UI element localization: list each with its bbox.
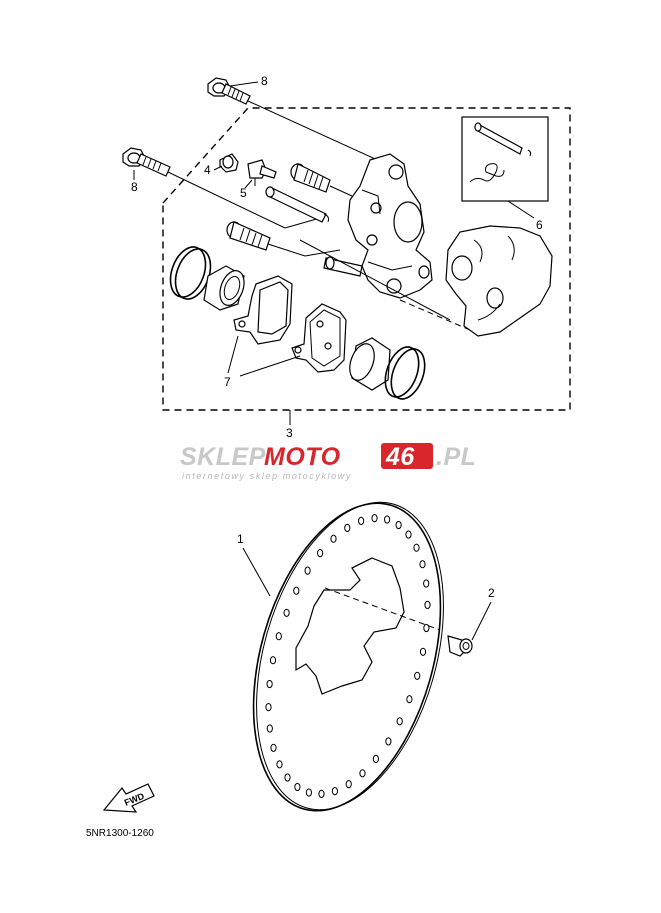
callout-8-top: 8 [261, 74, 268, 88]
callout-7: 7 [224, 375, 231, 389]
disc-hole [423, 579, 430, 588]
watermark-pl: .PL [436, 443, 476, 471]
disc-hole [317, 549, 324, 558]
callout-1: 1 [237, 532, 244, 546]
callout-6: 6 [536, 218, 543, 232]
disc-hole [284, 773, 291, 782]
callout-4: 4 [204, 163, 211, 177]
diagram-code: 5NR1300-1260 [86, 828, 154, 839]
disc-hole [419, 560, 426, 569]
callout-8-left: 8 [131, 180, 138, 194]
disc-bolt [447, 635, 473, 657]
disc-hole [385, 737, 392, 746]
disc-hole [424, 600, 431, 610]
brake-pad-right [291, 303, 347, 373]
disc-hole [384, 515, 391, 524]
disc-hole [270, 743, 277, 752]
disc-hole [413, 543, 420, 552]
bolt-top [207, 77, 251, 105]
disc-hole [371, 514, 378, 523]
bleed-screw [247, 159, 277, 186]
disc-hole [294, 782, 301, 792]
disc-hole [331, 787, 338, 796]
callout-2: 2 [488, 586, 495, 600]
disc-hole [304, 566, 311, 575]
disc-hole [344, 523, 351, 533]
disc-hole [269, 656, 277, 665]
disc-hole [276, 760, 283, 769]
disc-hole [358, 516, 365, 526]
disc-hole [406, 695, 413, 704]
brake-pad-left [233, 275, 293, 345]
watermark-tagline: internetowy sklep motocyklowy [182, 471, 352, 481]
disc-hole [318, 789, 325, 799]
disc-hole [266, 679, 273, 689]
brake-disc [252, 501, 444, 812]
watermark-moto: MOTO [264, 443, 341, 471]
disc-hole [414, 671, 421, 680]
piston-seal-right [384, 346, 426, 400]
slide-pin-bolt-upper [290, 163, 331, 193]
watermark-sklep: SKLEP [180, 443, 266, 471]
disc-hole [330, 534, 337, 543]
caliper-bracket [347, 153, 433, 299]
piston-left [203, 265, 245, 311]
disc-hole [396, 717, 403, 726]
fwd-arrow-icon: FWD [102, 783, 155, 813]
disc-hole [265, 703, 272, 712]
caliper-pin [323, 256, 363, 277]
bleed-cap [219, 153, 239, 173]
pad-spring-kit-box [461, 116, 549, 202]
bolt-left [122, 147, 171, 177]
disc-hole [275, 632, 282, 641]
disc-hole [395, 520, 402, 530]
disc-hole [266, 724, 273, 733]
callout-5: 5 [240, 186, 247, 200]
slide-pin [265, 186, 329, 223]
callout-3: 3 [286, 426, 293, 440]
caliper-body [445, 225, 553, 337]
disc-hole [419, 647, 427, 656]
disc-hole [293, 586, 300, 595]
watermark-46: 46 [385, 443, 415, 471]
disc-hole [359, 769, 366, 778]
watermark: SKLEP MOTO 46 .PL internetowy sklep moto… [180, 443, 476, 481]
disc-hole [305, 788, 312, 797]
piston-right [349, 337, 391, 391]
disc-hole [345, 780, 352, 789]
disc-hole [423, 623, 430, 633]
caliper-assembly-box [162, 107, 571, 411]
slide-pin-bolt-lower [226, 221, 271, 251]
disc-hole [405, 530, 412, 539]
disc-hole [372, 754, 379, 764]
disc-hole [283, 608, 290, 617]
